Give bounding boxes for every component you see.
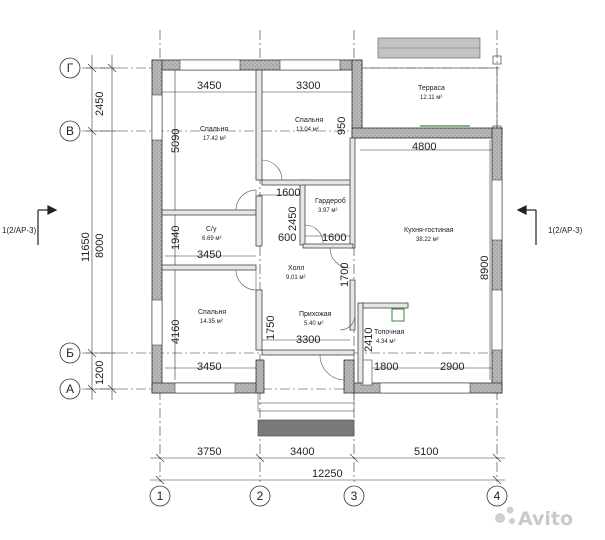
- axis-label-a: А: [66, 382, 74, 396]
- axis-label-3: 3: [351, 489, 358, 503]
- dim-left-inner-4160: 4160: [170, 320, 182, 344]
- dim-interior: 600: [278, 232, 296, 244]
- dim-left-outer-11650: 11650: [80, 232, 92, 262]
- dim-bottom-3750: 3750: [197, 446, 221, 458]
- dim-interior: 2900: [440, 361, 464, 373]
- dim-interior: 1750: [265, 316, 277, 340]
- axis-label-2: 2: [257, 489, 264, 503]
- axis-label-1: 1: [157, 489, 164, 503]
- dim-interior: 2410: [363, 328, 375, 352]
- room-area: 14.35 м²: [200, 319, 223, 325]
- section-arrows: [37, 205, 537, 245]
- room-area: 17.42 м²: [203, 136, 226, 142]
- boiler-icon: [391, 308, 405, 322]
- room-area: 9.01 м²: [286, 275, 305, 281]
- dim-bottom-total: 12250: [312, 468, 343, 480]
- dimension-lines: [86, 55, 505, 485]
- dim-left-outer-2450: 2450: [94, 92, 106, 116]
- room-area: 13.04 м²: [296, 127, 319, 133]
- watermark-text: Avito: [518, 508, 573, 530]
- room-area: 4.34 м²: [376, 339, 395, 345]
- room-name: С/у: [206, 226, 217, 233]
- dim-interior: 3450: [197, 361, 221, 373]
- room-name: Гардероб: [315, 197, 346, 205]
- dim-interior: 3300: [296, 80, 320, 92]
- section-mark-left: 1(2/АР-3): [2, 226, 37, 235]
- dim-bottom-5100: 5100: [414, 446, 438, 458]
- dim-interior: 3450: [197, 249, 221, 261]
- room-name: Спальня: [198, 309, 226, 316]
- room-name: Спальня: [200, 126, 228, 133]
- dim-left-outer-8000: 8000: [94, 234, 106, 258]
- axis-label-b: Б: [66, 346, 74, 360]
- entrance-porch: [257, 393, 355, 437]
- dim-interior: 1600: [276, 187, 300, 199]
- axis-label-4: 4: [494, 489, 501, 503]
- axis-label-g: Г: [67, 61, 74, 75]
- terrace: [361, 37, 502, 135]
- dim-interior: 1800: [374, 361, 398, 373]
- room-name: Прихожая: [299, 311, 332, 318]
- dim-left-outer-1200: 1200: [94, 361, 106, 385]
- dim-interior: 3450: [197, 80, 221, 92]
- dim-interior: 4800: [412, 141, 436, 153]
- section-mark-right: 1(2/АР-3): [548, 226, 583, 235]
- room-area: 6.69 м²: [202, 236, 221, 242]
- axis-label-v: В: [66, 124, 74, 138]
- room-area: 12.11 м²: [420, 95, 442, 101]
- avito-logo-icon: [509, 518, 515, 524]
- doors: [235, 159, 356, 381]
- room-area: 38.22 м²: [416, 237, 439, 243]
- avito-logo-icon: [506, 506, 514, 514]
- room-name: Кухня-гостиная: [404, 227, 454, 234]
- dim-interior: 8900: [479, 256, 491, 280]
- room-name: Топочная: [374, 329, 405, 336]
- room-name: Терраса: [418, 85, 445, 92]
- dim-interior: 1600: [322, 232, 346, 244]
- avito-logo-icon: [495, 513, 505, 523]
- dim-left-inner-5090: 5090: [170, 129, 182, 153]
- room-name: Холл: [288, 265, 305, 272]
- windows: [151, 59, 503, 394]
- room-area: 3.97 м²: [318, 208, 337, 214]
- axis-bubbles: [59, 57, 508, 507]
- dim-interior: 1700: [339, 263, 351, 287]
- dim-bottom-3400: 3400: [290, 446, 314, 458]
- room-name: Спальня: [295, 117, 323, 124]
- room-area: 5.40 м²: [304, 321, 323, 327]
- dim-left-inner-1940: 1940: [170, 226, 182, 250]
- dim-interior: 950: [336, 117, 348, 135]
- interior-walls: [161, 69, 409, 384]
- dim-interior: 2450: [287, 207, 299, 231]
- watermark: Avito: [495, 506, 573, 530]
- dim-interior: 3300: [296, 334, 320, 346]
